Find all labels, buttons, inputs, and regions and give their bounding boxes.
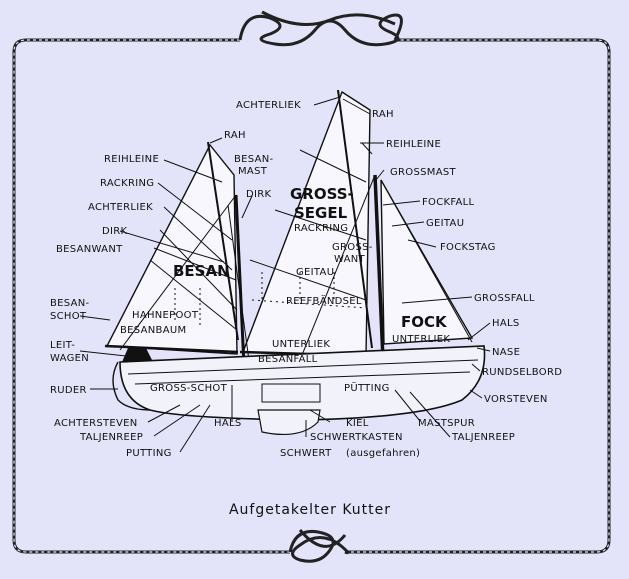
label-schwert-note: (ausgefahren) — [346, 448, 420, 459]
label-unterliek-main: UNTERLIEK — [272, 339, 330, 350]
label-achtersteven: ACHTERSTEVEN — [54, 418, 138, 429]
label-besanschot-1: BESAN- — [50, 298, 90, 309]
label-geitau-right: GEITAU — [426, 218, 464, 229]
caption: Aufgetakelter Kutter — [229, 502, 391, 518]
segel-label: SEGEL — [294, 204, 348, 222]
rah-top — [337, 89, 373, 349]
label-putting-left: PUTTING — [126, 448, 172, 459]
label-grosswant-1: GROSS- — [332, 242, 373, 253]
label-geitau-inner: GEITAU — [296, 267, 334, 278]
rope-border — [12, 38, 611, 554]
label-rackring-inner: RACKRING — [294, 223, 348, 234]
besan-sail — [105, 143, 238, 355]
besanbaum — [104, 344, 239, 354]
label-rackring-left: RACKRING — [100, 178, 154, 189]
label-grosswant-2: WANT — [334, 254, 366, 265]
top-knot-icon — [238, 10, 403, 47]
label-kiel: KIEL — [346, 418, 369, 429]
besanmast — [234, 194, 246, 367]
label-hahnepoot: HAHNEPOOT — [132, 310, 199, 321]
label-besanschot-2: SCHOT — [50, 311, 87, 322]
label-besanfall: BESANFALL — [258, 354, 318, 365]
leader-lines — [79, 96, 491, 453]
label-besanwant: BESANWANT — [56, 244, 123, 255]
label-besanmast-1: BESAN- — [234, 154, 274, 165]
label-dirk-left: DIRK — [102, 226, 127, 237]
schwertkasten — [261, 383, 321, 403]
label-vorsteven: VORSTEVEN — [484, 394, 548, 405]
bottom-knot-icon — [288, 529, 350, 563]
label-achterliek-top: ACHTERLIEK — [236, 100, 301, 111]
hull — [112, 345, 486, 435]
label-fockfall: FOCKFALL — [422, 197, 475, 208]
label-unterliek-fock: UNTERLIEK — [392, 334, 450, 345]
label-grossmast: GROSSMAST — [390, 167, 456, 178]
label-grossfall: GROSSFALL — [474, 293, 535, 304]
label-dirk-upper: DIRK — [246, 189, 271, 200]
label-hals-bottom: HALS — [214, 418, 241, 429]
label-schwert: SCHWERT — [280, 448, 332, 459]
label-leitwagen-2: WAGEN — [50, 353, 89, 364]
label-putting-inner: PÜTTING — [344, 381, 390, 394]
label-reefbaendsel: REEFBÄNDSEL — [286, 294, 362, 307]
schwert — [257, 409, 321, 435]
label-rah-top: RAH — [372, 109, 394, 120]
label-achterliek-left: ACHTERLIEK — [88, 202, 153, 213]
label-schwertkasten: SCHWERTKASTEN — [310, 432, 403, 443]
label-mastspur: MASTSPUR — [418, 418, 475, 429]
label-reihleine-right: REIHLEINE — [386, 139, 441, 150]
label-grossschot: GROSS-SCHOT — [150, 383, 228, 394]
fock-label: FOCK — [401, 313, 448, 331]
label-besanmast-2: MAST — [238, 166, 268, 177]
besan-label: BESAN — [173, 262, 230, 280]
label-rah-left: RAH — [224, 130, 246, 141]
label-fockstag: FOCKSTAG — [440, 242, 496, 253]
label-leitwagen-1: LEIT- — [50, 340, 75, 351]
leitwagen — [122, 348, 152, 362]
ruder — [112, 361, 151, 411]
rigging — [104, 89, 473, 369]
label-nase: NASE — [492, 347, 520, 358]
label-besanbaum: BESANBAUM — [120, 325, 186, 336]
gross-label: GROSS- — [290, 185, 354, 203]
label-taljenreep-left: TALJENREEP — [79, 432, 143, 443]
rah-besan — [207, 141, 239, 341]
label-hals-right: HALS — [492, 318, 519, 329]
label-rundselbord: RUNDSELBORD — [482, 367, 562, 378]
grossmast — [373, 174, 385, 361]
label-taljenreep-right: TALJENREEP — [451, 432, 515, 443]
label-ruder: RUDER — [50, 385, 87, 396]
label-reihleine-left: REIHLEINE — [104, 154, 159, 165]
